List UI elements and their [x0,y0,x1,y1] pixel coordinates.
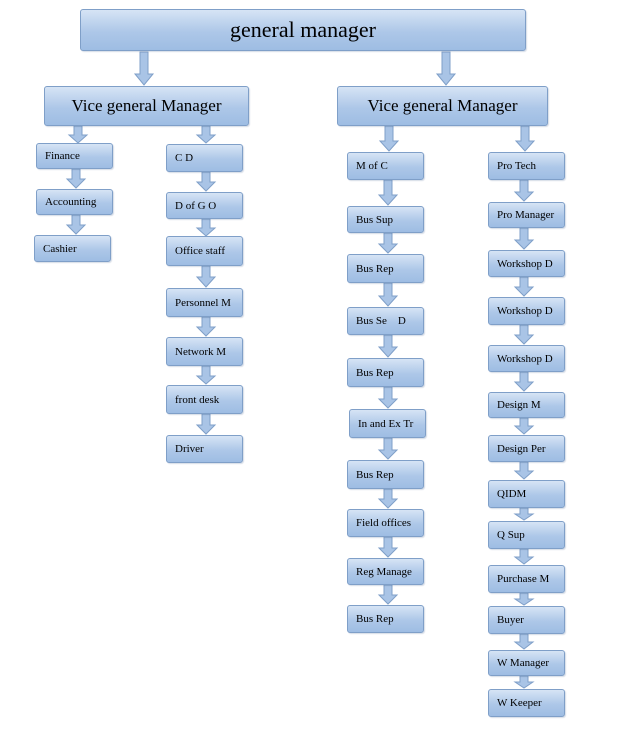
node-reg-manage: Reg Manage [347,558,424,585]
node-purchase-m: Purchase M [488,565,565,593]
node-m-of-c: M of C [347,152,424,180]
arrow-col4 [513,179,535,202]
node-qidm: QIDM [488,480,565,508]
node-front-desk: front desk [166,385,243,414]
node-q-sup: Q Sup [488,521,565,549]
node-bus-rep: Bus Rep [347,460,424,489]
arrow-col4 [513,592,535,606]
node-vice-general-manager-left: Vice general Manager [44,86,249,126]
arrow-gm-to-vgm-left [133,51,155,86]
node-workshop-d: Workshop D [488,297,565,325]
arrow-col3 [377,232,399,254]
arrow-col3 [377,536,399,558]
arrow-col1 [65,214,87,235]
node-finance: Finance [36,143,113,169]
arrow-col4 [513,276,535,297]
arrow-col3 [377,488,399,509]
node-workshop-d: Workshop D [488,250,565,277]
arrow-vgm-left-to-col2 [195,125,217,144]
arrow-col3 [377,437,399,460]
node-workshop-d: Workshop D [488,345,565,372]
arrow-col3 [377,334,399,358]
node-w-keeper: W Keeper [488,689,565,717]
node-field-offices: Field offices [347,509,424,537]
node-accounting: Accounting [36,189,113,215]
arrow-col2 [195,265,217,288]
node-bus-se-d: Bus Se D [347,307,424,335]
node-office-staff: Office staff [166,236,243,266]
arrow-col4 [513,461,535,480]
arrow-vgm-right-to-col3 [378,125,400,152]
node-bus-sup: Bus Sup [347,206,424,233]
arrow-vgm-left-to-col1 [67,125,89,144]
arrow-col1 [65,168,87,189]
arrow-col3 [377,386,399,409]
arrow-col2 [195,365,217,385]
arrow-col4 [513,548,535,565]
node-cashier: Cashier [34,235,111,262]
arrow-col3 [377,584,399,605]
arrow-col3 [377,282,399,307]
arrow-vgm-right-to-col4 [514,125,536,152]
node-bus-rep: Bus Rep [347,358,424,387]
node-vice-general-manager-right: Vice general Manager [337,86,548,126]
node-pro-manager: Pro Manager [488,202,565,228]
node-bus-rep: Bus Rep [347,605,424,633]
node-w-manager: W Manager [488,650,565,676]
node-buyer: Buyer [488,606,565,634]
arrow-col3 [377,179,399,206]
arrow-col4 [513,371,535,392]
node-design-m: Design M [488,392,565,418]
node-d-of-g-o: D of G O [166,192,243,219]
node-design-per: Design Per [488,435,565,462]
arrow-col2 [195,413,217,435]
arrow-col4 [513,417,535,435]
node-driver: Driver [166,435,243,463]
node-c-d: C D [166,144,243,172]
arrow-col4 [513,675,535,689]
node-personnel-m: Personnel M [166,288,243,317]
arrow-col4 [513,324,535,345]
arrow-col2 [195,316,217,337]
node-bus-rep: Bus Rep [347,254,424,283]
arrow-col2 [195,218,217,237]
node-in-and-ex-tr: In and Ex Tr [349,409,426,438]
arrow-col4 [513,227,535,250]
arrow-col4 [513,633,535,650]
arrow-col2 [195,171,217,192]
node-network-m: Network M [166,337,243,366]
node-pro-tech: Pro Tech [488,152,565,180]
node-general-manager: general manager [80,9,526,51]
arrow-col4 [513,507,535,521]
arrow-gm-to-vgm-right [435,51,457,86]
